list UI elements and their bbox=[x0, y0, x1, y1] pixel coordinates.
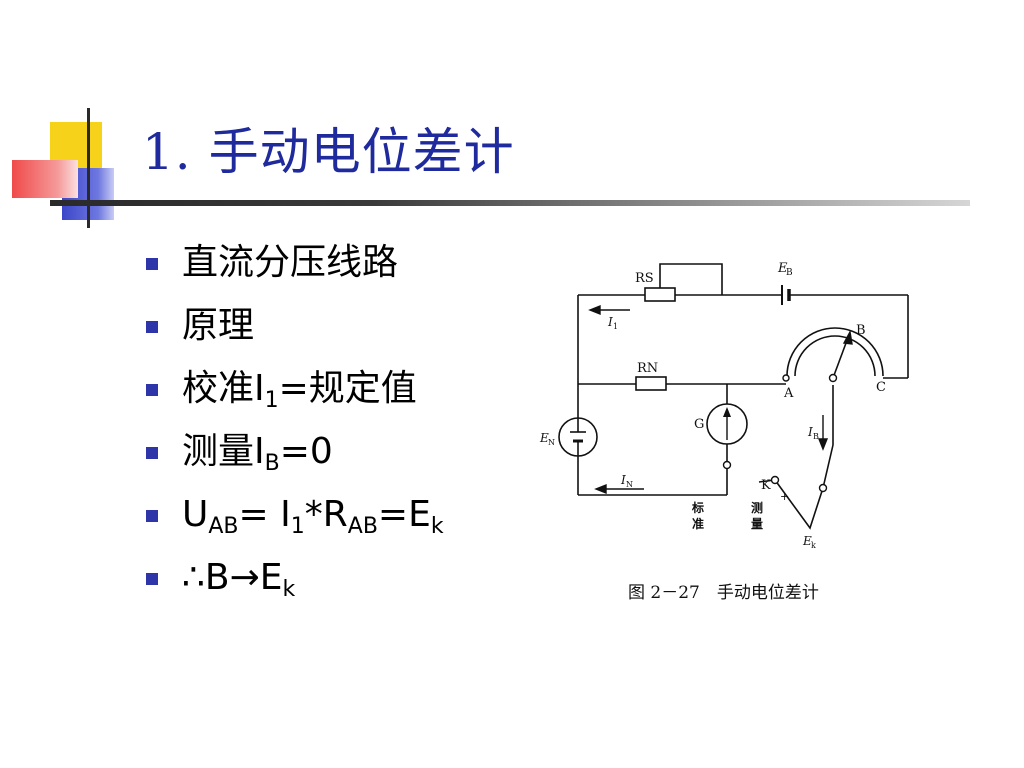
rs-resistor bbox=[644, 287, 676, 302]
bullet-subscript: AB bbox=[208, 514, 239, 539]
bullet-segment: 直流分压线路 bbox=[182, 242, 399, 283]
bullet-subscript: AB bbox=[347, 514, 378, 539]
label-eb: E bbox=[777, 261, 788, 276]
bullet-segment: *R bbox=[304, 494, 348, 535]
label-measure-2: 量 bbox=[751, 517, 763, 531]
bullet-subscript: 1 bbox=[290, 514, 305, 539]
label-ib: I bbox=[807, 425, 813, 439]
bullet-text: 直流分压线路 bbox=[182, 240, 398, 286]
slide-title: 1. 手动电位差计 bbox=[142, 123, 515, 181]
bullet-segment: 原理 bbox=[182, 305, 255, 346]
bullet-square-icon bbox=[146, 510, 158, 522]
bullet-text: 测量IB=0 bbox=[182, 429, 333, 475]
bullet-segment: ∴B→E bbox=[182, 557, 283, 598]
label-in-sub: N bbox=[626, 480, 633, 489]
label-g: G bbox=[694, 417, 704, 432]
label-en-sub: N bbox=[548, 438, 555, 447]
label-i1-sub: 1 bbox=[613, 322, 618, 331]
bullet-segment: 测量I bbox=[182, 431, 265, 472]
bullet-text: ∴B→Ek bbox=[182, 555, 295, 601]
label-in: I bbox=[620, 473, 626, 487]
bullet-segment: =0 bbox=[279, 431, 333, 472]
label-eb-sub: B bbox=[786, 268, 793, 278]
label-plus: + bbox=[780, 490, 789, 503]
figure-caption: 图 2－27 手动电位差计 bbox=[628, 583, 819, 603]
bullet-square-icon bbox=[146, 321, 158, 333]
bullet-segment: 校准I bbox=[182, 368, 265, 409]
label-rs: RS bbox=[635, 271, 654, 286]
bullet-square-icon bbox=[146, 573, 158, 585]
label-ib-sub: B bbox=[813, 432, 819, 441]
bullet-segment: =规定值 bbox=[278, 368, 417, 409]
label-c: C bbox=[876, 380, 886, 395]
bullet-text: 原理 bbox=[182, 303, 254, 349]
bullet-subscript: k bbox=[282, 577, 296, 602]
bullet-subscript: 1 bbox=[264, 388, 279, 413]
bullet-segment: = I bbox=[238, 494, 291, 535]
label-rn: RN bbox=[637, 361, 658, 376]
label-standard-2: 准 bbox=[692, 516, 704, 531]
rn-resistor bbox=[635, 376, 667, 391]
bullet-square-icon bbox=[146, 384, 158, 396]
bullet-text: UAB= I1*RAB=Ek bbox=[182, 492, 444, 538]
label-i1: I bbox=[607, 315, 613, 329]
label-b: B bbox=[856, 323, 866, 338]
bullet-text: 校准I1=规定值 bbox=[182, 366, 417, 412]
potentiometer-circuit-diagram: RS E B I 1 RN B A C G I B E N I N K + E … bbox=[539, 261, 909, 550]
bullet-square-icon bbox=[146, 258, 158, 270]
bullet-segment: =E bbox=[377, 494, 431, 535]
deco-vertical-line bbox=[87, 108, 90, 228]
label-a: A bbox=[783, 386, 794, 401]
label-measure-1: 测 bbox=[751, 500, 763, 515]
label-ek-sub: k bbox=[811, 541, 816, 550]
bullet-square-icon bbox=[146, 447, 158, 459]
label-standard-1: 标 bbox=[691, 500, 704, 515]
label-k: K bbox=[761, 478, 771, 493]
deco-red-square bbox=[12, 160, 78, 198]
bullet-segment: U bbox=[182, 494, 209, 535]
label-ek: E bbox=[802, 534, 812, 548]
label-en: E bbox=[539, 431, 549, 445]
title-underline bbox=[50, 200, 970, 206]
bullet-subscript: B bbox=[264, 451, 280, 476]
bullet-subscript: k bbox=[430, 514, 444, 539]
